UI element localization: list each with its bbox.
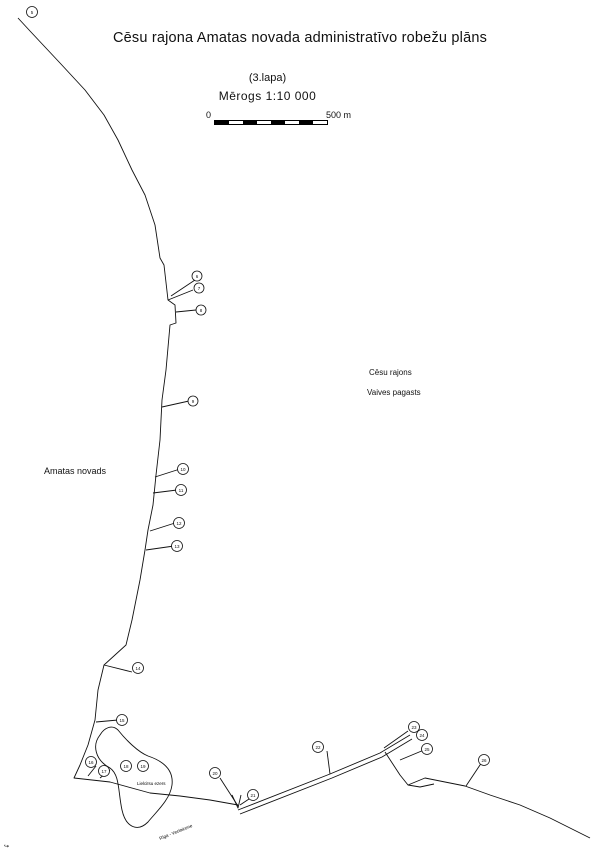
point-marker-16 [85,756,97,768]
point-marker-13 [171,540,183,552]
point-marker-15 [116,714,128,726]
sheet-number: (3.lapa) [248,72,287,84]
scale-text: Mērogs 1:10 000 [218,89,317,103]
point-marker-23 [408,721,420,733]
point-label-13: 13 [174,544,180,549]
point-marker-18 [120,760,132,772]
point-label-11: 11 [179,488,184,493]
point-label-6: 6 [196,274,199,279]
lake-label: Lielciīsu ezers [137,781,166,786]
point-label-10: 10 [180,467,186,472]
scale-end-label: 500 m [326,110,352,120]
point-label-18: 18 [123,764,129,769]
point-marker-8 [195,304,207,316]
district-label: Cēsu rajons [369,368,412,377]
point-label-26: 26 [481,758,487,763]
point-label-17: 17 [101,769,107,774]
road-label: Rīga - Veclaicene [159,823,194,841]
point-label-9: 9 [192,399,195,404]
point-label-20: 20 [212,771,218,776]
point-marker-11 [175,484,187,496]
point-label-16: 16 [88,760,94,765]
point-marker-24 [416,729,428,741]
point-marker-14 [132,662,144,674]
scale-zero-label: 0 [206,110,212,120]
scale-bar [214,120,328,125]
point-label-12: 12 [176,521,182,526]
point-marker-26 [478,754,490,766]
point-label-8: 8 [200,308,203,313]
point-label-19: 19 [140,764,146,769]
county-boundary [17,17,239,806]
lake-outline [95,726,173,828]
point-label-25: 25 [424,747,430,752]
point-label-5: 5 [31,10,34,15]
point-marker-10 [177,463,189,475]
road-line [237,734,411,811]
point-label-7: 7 [198,286,201,291]
point-marker-22 [312,741,324,753]
point-marker-5 [26,6,38,18]
county-label: Amatas novads [44,466,107,476]
point-marker-9 [187,395,199,407]
map-title: Cēsu rajona Amatas novada administratīvo… [112,30,488,46]
point-marker-6 [191,270,203,282]
parish-label: Vaives pagasts [367,388,421,397]
point-marker-25 [421,743,433,755]
point-marker-7 [193,282,205,294]
point-label-21: 21 [250,793,256,798]
point-label-22: 22 [315,745,321,750]
point-label-23: 23 [411,725,417,730]
point-label-24: 24 [419,733,425,738]
point-marker-21 [247,789,259,801]
point-label-15: 15 [119,718,125,723]
point-marker-19 [137,760,149,772]
corner-mark: ↪ [4,844,9,850]
point-marker-12 [173,517,185,529]
point-marker-17 [98,765,110,777]
point-label-14: 14 [135,666,141,671]
point-marker-20 [209,767,221,779]
